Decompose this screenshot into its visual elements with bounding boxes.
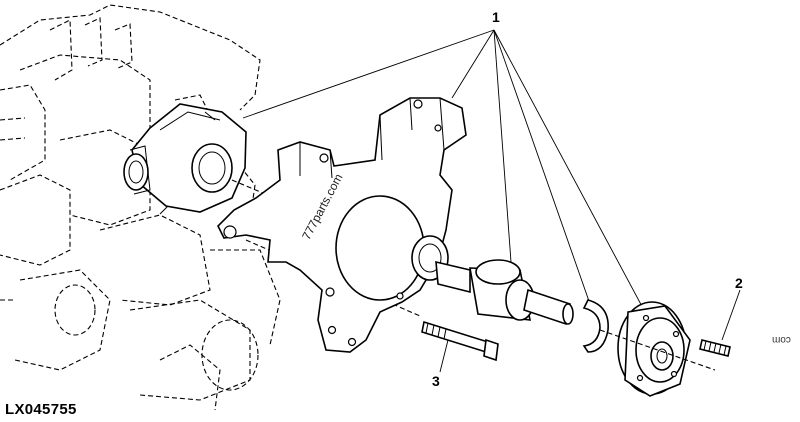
engine-block-outline [0, 4, 281, 411]
watermark-side: com [772, 334, 791, 345]
pump-bracket [217, 97, 467, 353]
snap-ring [582, 299, 609, 353]
callout-2-leader [721, 289, 741, 341]
figure-id: LX045755 [5, 401, 77, 418]
pump-housing [123, 103, 247, 215]
callout-1-leaders [242, 29, 646, 313]
callout-3-leader [439, 339, 449, 373]
stud-bolt [699, 339, 731, 357]
callout-1: 1 [492, 9, 500, 25]
pump-shaft [435, 259, 574, 326]
callout-3: 3 [432, 373, 440, 389]
callout-2: 2 [735, 275, 743, 291]
pulley-hub [599, 301, 716, 397]
cap-screw [421, 320, 499, 362]
